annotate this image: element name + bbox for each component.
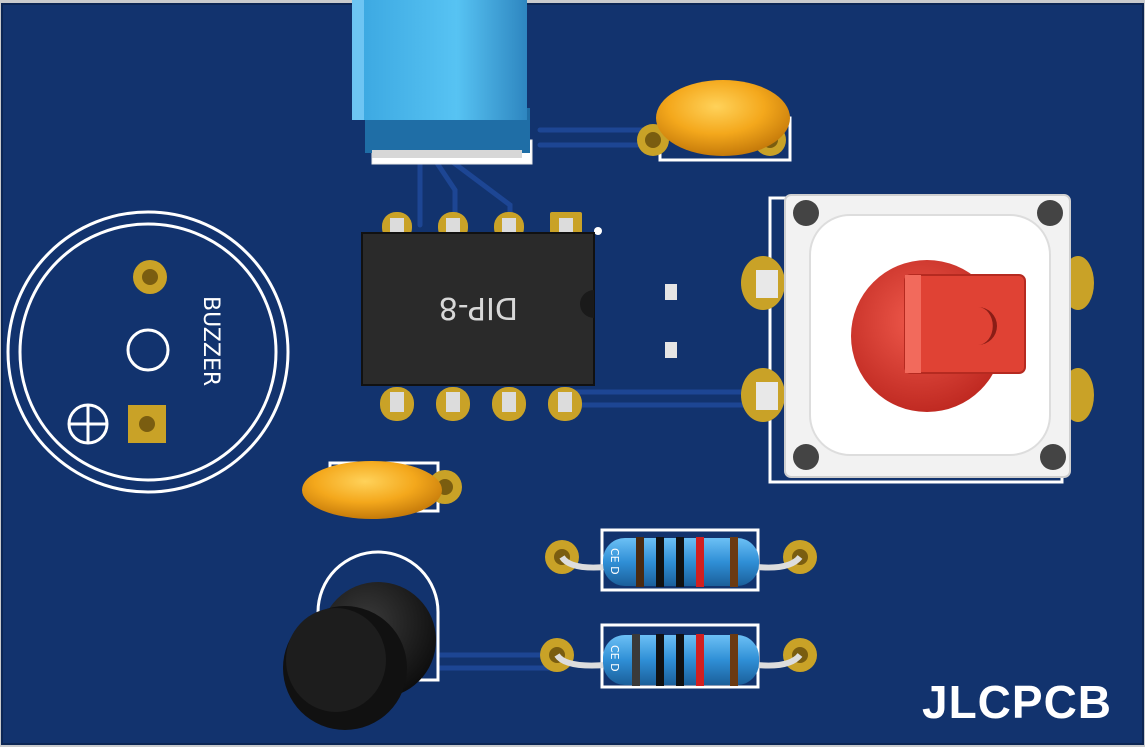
smd-pad-b (665, 342, 677, 358)
potentiometer (352, 0, 533, 165)
buzzer-center-hole (126, 328, 170, 372)
buzzer-pad-bottom (128, 405, 166, 443)
buzzer-outline-inner (18, 222, 278, 482)
resistor-1: CE D (545, 528, 817, 592)
smd-pad-a (665, 284, 677, 300)
pin1-marker (594, 227, 602, 235)
ic-dip8: DIP-8 (361, 212, 602, 421)
copper-traces (417, 127, 758, 671)
plus-icon (67, 403, 109, 445)
push-button[interactable] (741, 194, 1094, 484)
capacitor-left (302, 461, 462, 519)
buzzer: BUZZER (6, 210, 290, 494)
buzzer-pad-top (133, 260, 167, 294)
capacitor-top (637, 80, 792, 162)
resistor-2-marking: CE D (608, 645, 621, 672)
resistor-2: CE D (540, 623, 817, 689)
brand-logo: JLCPCB (922, 676, 1112, 728)
transistor (283, 550, 440, 730)
buzzer-label: BUZZER (198, 296, 223, 386)
ic-body (361, 232, 595, 386)
resistor-1-marking: CE D (608, 548, 621, 575)
buzzer-outline-outer (6, 210, 290, 494)
ic-label: DIP-8 (439, 290, 518, 325)
